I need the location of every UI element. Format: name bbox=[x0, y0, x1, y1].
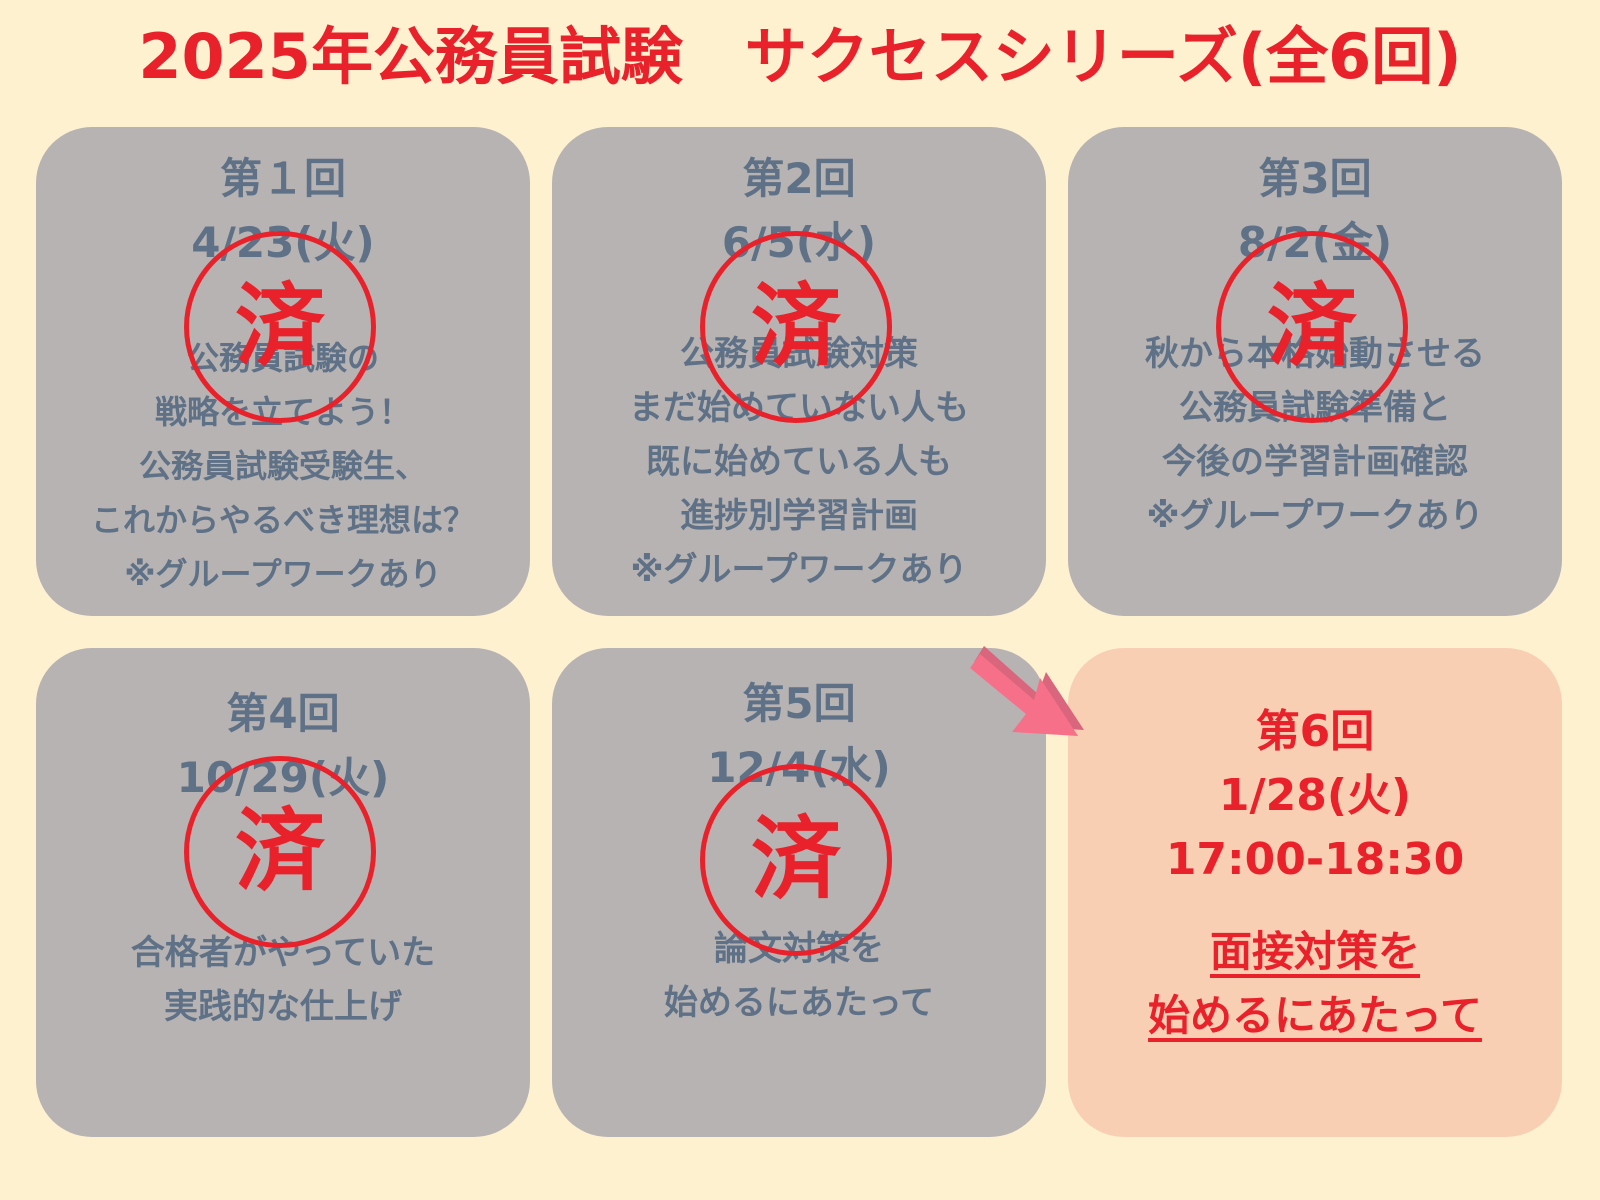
session-card-3: 第3回 8/2(金) 秋から本格始動させる 公務員試験準備と 今後の学習計画確認… bbox=[1068, 127, 1562, 616]
stamp-label: 済 bbox=[235, 274, 325, 379]
stamp-label: 済 bbox=[1267, 274, 1357, 379]
stamp-label: 済 bbox=[235, 799, 325, 904]
session-heading: 第6回 1/28(火) 17:00-18:30 bbox=[1165, 706, 1465, 885]
session-card-1: 第１回 4/23(火) 公務員試験の 戦略を立てよう！ 公務員試験受験生、 これ… bbox=[36, 127, 530, 616]
session-card-2: 第2回 6/5(水) 公務員試験対策 まだ始めていない人も 既に始めている人も … bbox=[552, 127, 1046, 616]
session-card-4: 第4回 10/29(火) 合格者がやっていた 実践的な仕上げ 済 bbox=[36, 648, 530, 1137]
session-description[interactable]: 面接対策を 始めるにあたって bbox=[1148, 927, 1482, 1040]
session-description: 合格者がやっていた 実践的な仕上げ bbox=[130, 933, 436, 1027]
session-card-6-current: 第6回 1/28(火) 17:00-18:30 面接対策を 始めるにあたって bbox=[1068, 648, 1562, 1137]
session-card-5: 第5回 12/4(水) 論文対策を 始めるにあたって 済 bbox=[552, 648, 1046, 1137]
stamp-label: 済 bbox=[751, 807, 841, 912]
arrow-down-right-icon bbox=[970, 646, 1084, 736]
completed-stamp-icon: 済 bbox=[700, 764, 892, 956]
session-description: 論文対策を 始めるにあたって bbox=[663, 929, 935, 1023]
completed-stamp-icon: 済 bbox=[184, 756, 376, 948]
completed-stamp-icon: 済 bbox=[1216, 231, 1408, 423]
page-title: 2025年公務員試験 サクセスシリーズ(全6回) bbox=[138, 20, 1462, 93]
completed-stamp-icon: 済 bbox=[700, 231, 892, 423]
stamp-label: 済 bbox=[751, 274, 841, 379]
completed-stamp-icon: 済 bbox=[184, 231, 376, 423]
